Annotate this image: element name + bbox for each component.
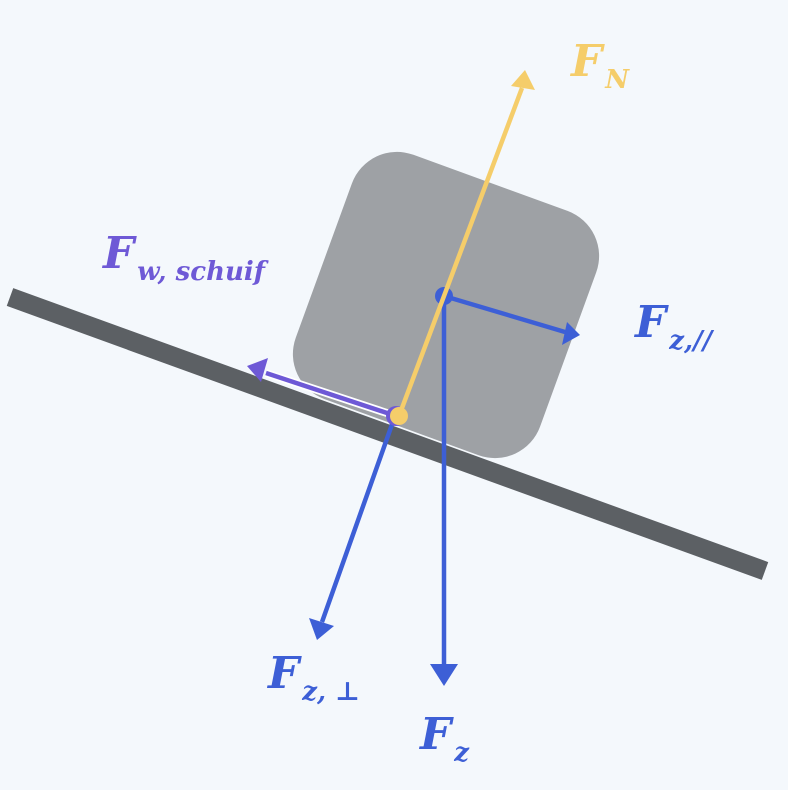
gravity-arrowhead bbox=[430, 664, 458, 686]
normal-force-arrowhead bbox=[511, 70, 535, 90]
normal-force-arrow bbox=[396, 87, 525, 417]
gravity-perpendicular-label-sub: z, ⊥ bbox=[302, 677, 361, 707]
friction-label-main: F bbox=[103, 228, 135, 279]
gravity-perpendicular-arrow bbox=[319, 415, 398, 623]
contact-point-dot bbox=[390, 407, 408, 425]
gravity-parallel-label-main: F bbox=[635, 297, 667, 348]
gravity-parallel-label-sub: z,// bbox=[669, 326, 713, 356]
normal-force-label-main: F bbox=[571, 36, 603, 87]
gravity-label-sub: z bbox=[454, 738, 470, 768]
gravity-perpendicular-label-main: F bbox=[268, 648, 300, 699]
normal-force-label-sub: N bbox=[605, 65, 630, 95]
friction-label-sub: w, schuif bbox=[137, 257, 265, 287]
friction-arrowhead bbox=[247, 358, 268, 382]
gravity-perpendicular-arrowhead bbox=[309, 618, 334, 640]
gravity-parallel-arrow bbox=[443, 293, 566, 335]
friction-arrow bbox=[265, 370, 397, 419]
gravity-parallel-arrowhead bbox=[562, 322, 580, 345]
gravity-label-main: F bbox=[420, 709, 452, 760]
